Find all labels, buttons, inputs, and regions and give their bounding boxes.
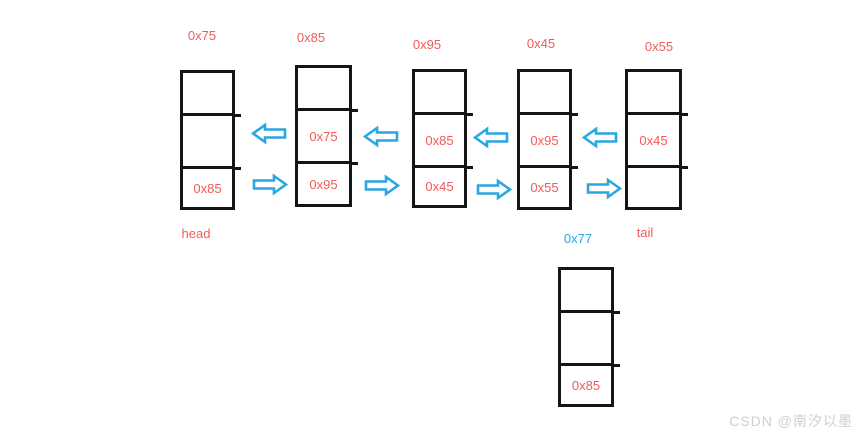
node-cell-prev-pointer bbox=[183, 113, 232, 166]
pointer-value: 0x75 bbox=[309, 128, 338, 144]
pointer-value: 0x95 bbox=[309, 176, 338, 192]
pointer-value: 0x45 bbox=[425, 179, 454, 194]
divider-tick bbox=[465, 113, 473, 116]
node-address-label: 0x45 bbox=[526, 36, 556, 51]
node-cell-data bbox=[561, 270, 611, 310]
list-node-box: 0x95 0x55 bbox=[517, 69, 578, 210]
list-node-box: 0x85 bbox=[558, 267, 620, 407]
left-arrow-icon bbox=[582, 126, 618, 149]
pointer-value: 0x95 bbox=[530, 132, 559, 148]
left-arrow-icon bbox=[363, 125, 399, 148]
right-arrow-icon bbox=[476, 178, 512, 201]
node-cell-prev-pointer: 0x85 bbox=[415, 112, 464, 165]
node-cell-next-pointer: 0x85 bbox=[561, 363, 611, 404]
left-arrow-icon bbox=[251, 122, 287, 145]
divider-tick bbox=[612, 311, 620, 314]
node-cell-next-pointer: 0x45 bbox=[415, 165, 464, 205]
pointer-value: 0x85 bbox=[571, 377, 601, 393]
node-cell-next-pointer bbox=[628, 165, 679, 207]
pointer-value: 0x85 bbox=[193, 180, 222, 196]
divider-tick bbox=[233, 114, 241, 117]
node-cell-data bbox=[628, 72, 679, 112]
divider-tick bbox=[465, 166, 473, 169]
divider-tick bbox=[680, 166, 688, 169]
pointer-value: 0x85 bbox=[425, 132, 454, 148]
list-node-box: 0x75 0x95 bbox=[295, 65, 358, 207]
node-cell-data bbox=[520, 72, 569, 112]
node-cell-next-pointer: 0x85 bbox=[183, 166, 232, 207]
node-cell-next-pointer: 0x55 bbox=[520, 165, 569, 207]
list-node-box: 0x85 0x45 bbox=[412, 69, 473, 208]
node-address-label: 0x55 bbox=[644, 39, 674, 54]
right-arrow-icon bbox=[586, 177, 622, 200]
node-address-label: 0x85 bbox=[296, 30, 326, 45]
node-address-label: 0x77 bbox=[563, 231, 593, 246]
pointer-value: 0x45 bbox=[639, 132, 668, 148]
node-cell-prev-pointer bbox=[561, 310, 611, 363]
node-cell-next-pointer: 0x95 bbox=[298, 161, 349, 204]
divider-tick bbox=[680, 113, 688, 116]
right-arrow-icon bbox=[252, 173, 288, 196]
node-address-label: 0x75 bbox=[187, 28, 217, 43]
divider-tick bbox=[570, 113, 578, 116]
node-address-label: 0x95 bbox=[412, 37, 442, 52]
left-arrow-icon bbox=[473, 126, 509, 149]
node-cell-prev-pointer: 0x75 bbox=[298, 108, 349, 161]
pointer-value: 0x55 bbox=[530, 180, 559, 195]
right-arrow-icon bbox=[364, 174, 400, 197]
divider-tick bbox=[570, 166, 578, 169]
divider-tick bbox=[350, 109, 358, 112]
head-label: head bbox=[181, 226, 211, 241]
node-cell-prev-pointer: 0x95 bbox=[520, 112, 569, 165]
node-cell-data bbox=[298, 68, 349, 108]
watermark: CSDN @南汐以墨 bbox=[729, 413, 853, 429]
list-node-box: 0x85 bbox=[180, 70, 241, 210]
node-cell-prev-pointer: 0x45 bbox=[628, 112, 679, 165]
divider-tick bbox=[350, 162, 358, 165]
list-node-box: 0x45 bbox=[625, 69, 688, 210]
divider-tick bbox=[612, 364, 620, 367]
node-cell-data bbox=[183, 73, 232, 113]
divider-tick bbox=[233, 167, 241, 170]
tail-label: tail bbox=[636, 225, 654, 240]
node-cell-data bbox=[415, 72, 464, 112]
